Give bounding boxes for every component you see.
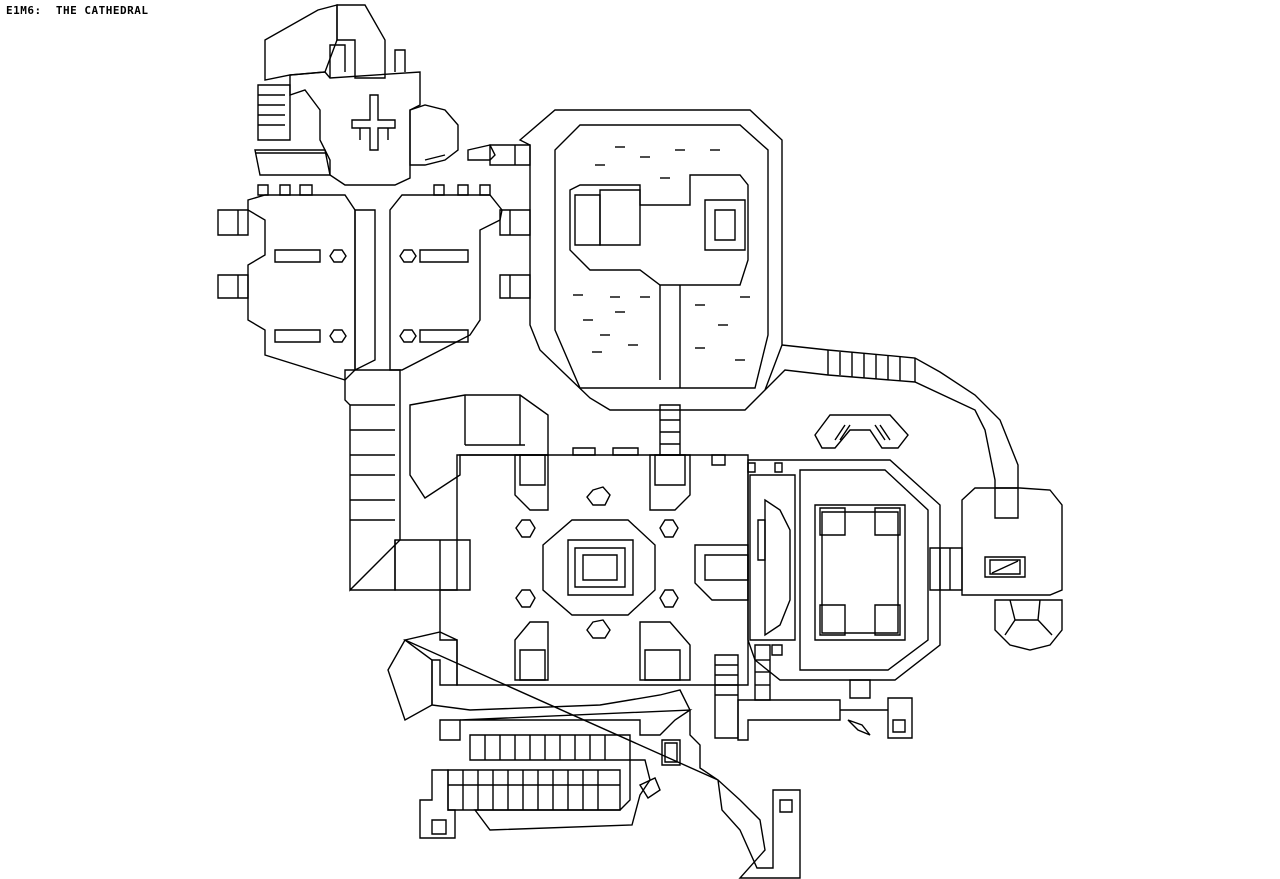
south-crypt	[387, 631, 801, 879]
southwest-stairs	[344, 369, 471, 592]
southeast-annex	[714, 644, 913, 741]
east-altar-room	[747, 459, 941, 681]
map-title: E1M6: THE CATHEDRAL	[6, 4, 149, 17]
northeast-courtyard	[467, 109, 783, 411]
east-pod	[929, 487, 1063, 651]
cross-symbol	[351, 94, 396, 151]
north-chapel	[254, 4, 459, 186]
upper-hall	[217, 184, 531, 381]
west-wing	[409, 394, 549, 499]
east-corridor	[764, 344, 1019, 488]
altar-arches	[814, 414, 909, 449]
central-hall	[439, 404, 749, 686]
